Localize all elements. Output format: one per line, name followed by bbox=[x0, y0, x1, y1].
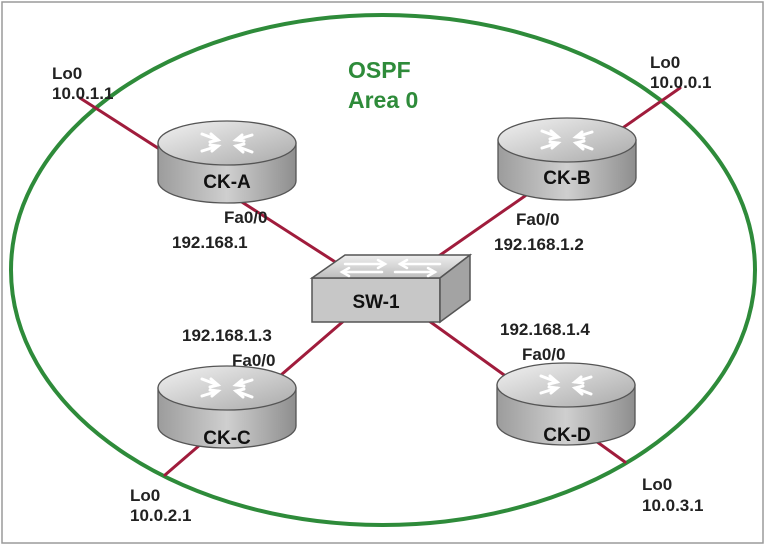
ck-c-interface-ip: 192.168.1.3 bbox=[182, 326, 272, 345]
router-name: CK-D bbox=[543, 425, 591, 446]
router-ck-a[interactable]: CK-A bbox=[156, 119, 298, 205]
ck-b-interface-label: Fa0/0 bbox=[516, 210, 560, 229]
ck-d-interface-ip: 192.168.1.4 bbox=[500, 320, 590, 339]
router-ck-c[interactable]: CK-C bbox=[156, 364, 298, 450]
area-label: Area 0 bbox=[348, 87, 419, 113]
ck-a-loopback-ip: 10.0.1.1 bbox=[52, 84, 114, 103]
ck-c-loopback-label: Lo0 bbox=[130, 486, 161, 505]
ck-b-loopback-label: Lo0 bbox=[650, 53, 681, 72]
ospf-area-boundary bbox=[9, 13, 757, 527]
switch-name: SW-1 bbox=[352, 292, 400, 313]
router-ck-b[interactable]: CK-B bbox=[496, 116, 638, 202]
ck-a-loopback-label: Lo0 bbox=[52, 64, 83, 83]
ck-d-interface-label: Fa0/0 bbox=[522, 345, 566, 364]
ck-a-interface-ip: 192.168.1 bbox=[172, 233, 248, 252]
ck-c-loopback-ip: 10.0.2.1 bbox=[130, 506, 192, 525]
router-name: CK-A bbox=[203, 172, 251, 193]
ck-b-interface-ip: 192.168.1.2 bbox=[494, 235, 584, 254]
ck-a-interface-label: Fa0/0 bbox=[224, 208, 268, 227]
switch-sw-1[interactable]: SW-1 bbox=[309, 253, 473, 324]
ospf-label: OSPF bbox=[348, 57, 411, 83]
switch-arrows-icon bbox=[339, 258, 442, 278]
ck-d-loopback-label: Lo0 bbox=[642, 475, 673, 494]
ck-b-loopback-ip: 10.0.0.1 bbox=[650, 73, 712, 92]
ck-c-interface-label: Fa0/0 bbox=[232, 351, 276, 370]
router-name: CK-B bbox=[543, 168, 591, 189]
router-name: CK-C bbox=[203, 428, 251, 449]
router-ck-d[interactable]: CK-D bbox=[495, 361, 637, 447]
ck-d-loopback-ip: 10.0.3.1 bbox=[642, 496, 704, 515]
